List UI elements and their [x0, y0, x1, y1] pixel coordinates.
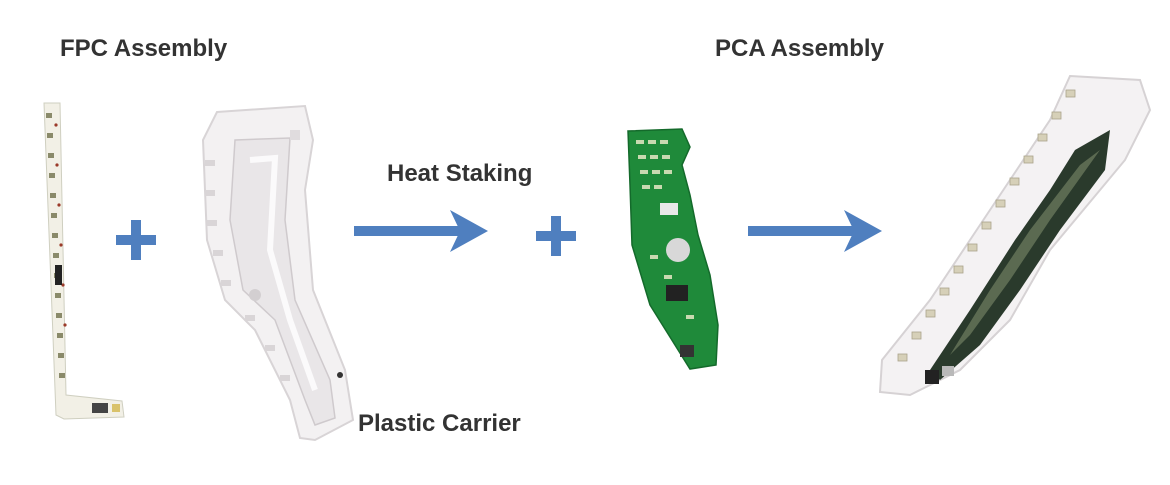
fpc-assembly-label: FPC Assembly [60, 35, 228, 62]
plus-icon [116, 220, 156, 260]
arrow-right-icon [354, 210, 488, 252]
fpc-strip-image [43, 102, 125, 420]
plastic-carrier-label: Plastic Carrier [358, 410, 521, 437]
pca-assembly-label: PCA Assembly [715, 35, 884, 62]
plus-icon [536, 216, 576, 256]
pcb-image [627, 128, 719, 370]
heat-staking-label: Heat Staking [387, 160, 533, 187]
plastic-carrier-image [201, 104, 355, 442]
pca-assembly-image [878, 74, 1152, 397]
arrow-right-icon [748, 210, 882, 252]
